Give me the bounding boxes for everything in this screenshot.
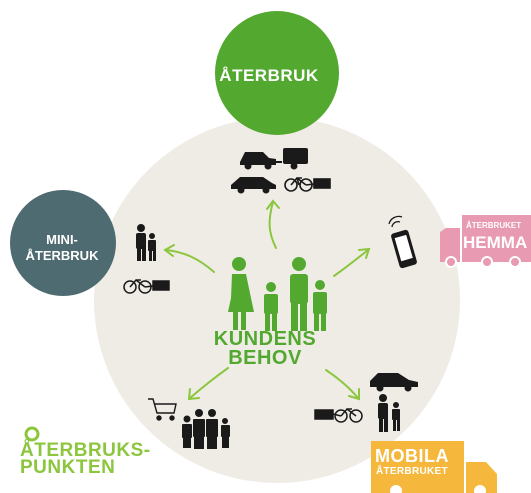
arrow-down-right (325, 369, 359, 399)
hemma-small-label: ÅTERBRUKET (466, 221, 522, 230)
car-trailer-icon (240, 148, 308, 170)
arrow-up (268, 201, 277, 249)
shopping-cart-icon (148, 398, 177, 421)
arrow-left (165, 249, 215, 273)
pin-icon (24, 426, 40, 442)
mobila-truck-icon (371, 441, 497, 493)
hemma-truck-icon (440, 215, 531, 268)
adult-child-right-icon (378, 394, 400, 432)
aterbrukspunkten-label: ÅTERBRUKS- PUNKTEN (20, 440, 151, 478)
center-line1: KUNDENS (213, 328, 317, 350)
mini-aterbruk-line1: MINI- (46, 232, 78, 247)
mobila-small-label: ÅTERBRUKET (376, 466, 448, 477)
car-icon (231, 177, 276, 194)
family-icon (228, 257, 327, 331)
punkten-line1: ÅTERBRUKS- (20, 440, 151, 461)
arrow-up-head (266, 199, 280, 210)
kundens-behov-label: KUNDENS BEHOV (190, 328, 340, 369)
arrows (163, 199, 371, 401)
mobila-big-label: MOBILA (375, 446, 449, 466)
group-icon (182, 409, 230, 449)
arrow-right (333, 249, 369, 277)
bicycle-trailer-left-icon (123, 278, 170, 294)
arrow-left-head (163, 244, 175, 257)
hemma-big-label: HEMMA (463, 233, 528, 252)
arrow-right-head (358, 247, 371, 259)
arrow-down-right-head (348, 388, 360, 401)
punkten-line2: PUNKTEN (20, 457, 116, 478)
bicycle-trailer-icon (284, 176, 331, 192)
center-line2: BEHOV (228, 347, 302, 369)
adult-child-icon (136, 224, 156, 261)
aterbruk-label: ÅTERBRUK (219, 66, 319, 85)
mini-aterbruk-circle (10, 190, 116, 296)
arrow-down-left-head (187, 388, 200, 401)
bicycle-trailer-right-icon (314, 407, 363, 423)
smartphone-icon (388, 215, 417, 269)
arrow-down-left (189, 367, 229, 399)
mini-aterbruk-line2: ÅTERBRUK (25, 248, 99, 263)
mini-aterbruk-label: MINI- ÅTERBRUK (13, 232, 111, 264)
aterbruk-circle (215, 11, 339, 135)
car-right-icon (370, 373, 418, 392)
